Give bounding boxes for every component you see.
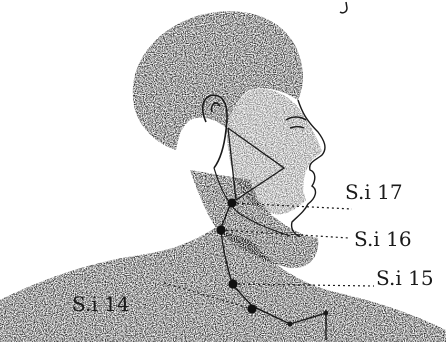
point-si14-dot xyxy=(247,304,256,313)
label-si17: S.i 17 xyxy=(345,180,403,204)
corner-mark xyxy=(340,2,347,13)
label-si14: S.i 14 xyxy=(72,292,130,316)
label-si16: S.i 16 xyxy=(354,227,412,251)
point-si17-dot xyxy=(227,198,236,207)
label-si15: S.i 15 xyxy=(376,266,434,290)
point-si16-dot xyxy=(216,225,225,234)
point-si15-dot xyxy=(228,279,237,288)
